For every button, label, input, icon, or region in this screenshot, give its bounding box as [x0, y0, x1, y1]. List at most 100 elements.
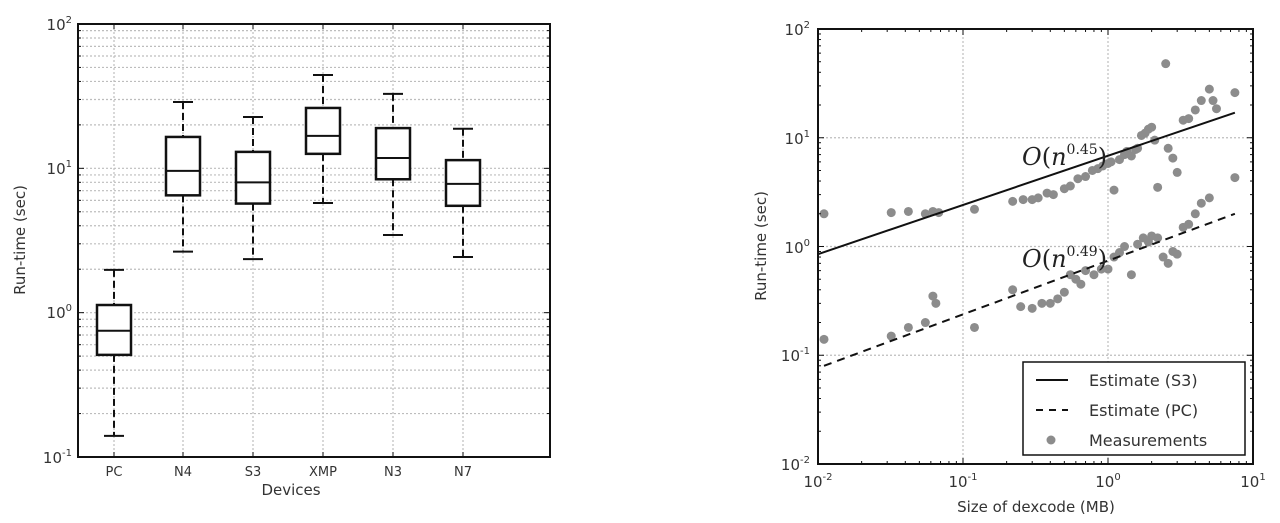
legend-box [1022, 361, 1246, 456]
legend-label-measurements: Measurements [1089, 431, 1207, 450]
measurement-dot [1184, 114, 1194, 124]
right-ytick-0.01: 10-2 [781, 455, 810, 474]
annotation-pc-complexity: O(n0.49) [1022, 244, 1107, 273]
left-ytick-1: 100 [47, 303, 72, 322]
measurement-dot [1076, 279, 1086, 289]
left-xtick-xmp: XMP [309, 465, 337, 480]
estimate-lines [817, 111, 1236, 367]
measurement-dot [1114, 248, 1124, 258]
right-x-axis-label: Size of dexcode (MB) [957, 498, 1115, 516]
right-y-axis-label: Run-time (sec) [752, 191, 770, 301]
left-y-axis-label: Run-time (sec) [11, 185, 29, 295]
measurement-dot [1204, 193, 1214, 203]
measurement-dot [886, 208, 896, 218]
box-xmp [304, 74, 342, 205]
left-plot-frame [77, 23, 551, 458]
measurement-dot [1158, 252, 1168, 262]
measurement-dot [1059, 287, 1069, 297]
left-xtick-n3: N3 [384, 465, 402, 480]
annotation-s3-complexity: O(n0.45) [1022, 142, 1107, 171]
measurement-dot [1161, 59, 1171, 69]
measurement-dot [1184, 219, 1194, 229]
box-n4 [164, 101, 202, 253]
right-axis-ticks [817, 29, 1253, 465]
measurement-dot [1153, 233, 1163, 243]
measurement-dot [1190, 105, 1200, 115]
measurement-dot [1196, 198, 1206, 208]
measurement-dot [1204, 84, 1214, 94]
measurement-dot [1196, 96, 1206, 106]
right-xtick-10: 101 [1240, 472, 1265, 491]
left-xtick-pc: PC [106, 465, 123, 480]
measurement-dot [1163, 258, 1173, 268]
left-xtick-n7: N7 [454, 465, 472, 480]
scatter-chart: O(n0.45) O(n0.49) Estimate (S3) Estimate… [752, 20, 1266, 516]
measurement-dot [931, 298, 941, 308]
left-axis-ticks [78, 24, 550, 458]
measurement-dot [1081, 172, 1091, 182]
measurement-dot [1096, 264, 1106, 274]
measurement-dot [1033, 193, 1043, 203]
measurement-dot [1120, 242, 1130, 251]
box-iqr [164, 135, 202, 197]
boxplot-chart: 102 101 100 10-1 PC N4 S3 XMP N3 N7 Devi… [11, 15, 551, 499]
measurement-dot [969, 322, 979, 332]
measurement-dot [1109, 185, 1119, 195]
box-iqr [304, 106, 342, 156]
right-xtick-0.01: 10-2 [803, 472, 832, 491]
measurement-dot [1211, 104, 1221, 114]
measurement-dot [1037, 298, 1047, 308]
measurement-dot [819, 209, 829, 219]
measurement-dot [1126, 270, 1136, 280]
measurement-dot [1133, 239, 1143, 249]
right-ytick-0.1: 10-1 [781, 346, 810, 365]
left-x-axis-label: Devices [261, 481, 320, 499]
box-n7 [444, 127, 482, 259]
measurement-dot [1008, 196, 1018, 206]
measurement-dot [1106, 157, 1116, 167]
left-boxes [95, 74, 482, 437]
measurement-dot [1230, 88, 1240, 98]
estimate-s3-line [817, 111, 1236, 256]
measurement-dot [1190, 209, 1200, 219]
measurement-dot [1008, 285, 1018, 295]
measurement-dot [1126, 151, 1136, 161]
legend-marker-dot-icon [1046, 435, 1056, 445]
measurement-dot [1153, 182, 1163, 192]
measurement-points [819, 59, 1240, 344]
right-ytick-1: 100 [785, 238, 810, 257]
measurement-dot [1168, 153, 1178, 163]
estimate-pc-line [823, 212, 1236, 367]
box-iqr [374, 126, 412, 181]
box-s3 [234, 115, 272, 261]
right-xtick-0.1: 10-1 [948, 472, 977, 491]
measurement-dot [1230, 173, 1240, 183]
right-gridlines [818, 29, 1253, 464]
measurement-dot [1027, 303, 1037, 313]
measurement-dot [1018, 195, 1028, 205]
left-xtick-s3: S3 [245, 465, 262, 480]
left-ytick-100: 102 [47, 15, 72, 34]
measurement-dot [1016, 302, 1026, 312]
measurement-dot [1147, 122, 1157, 132]
measurement-dot [1208, 96, 1218, 106]
measurement-dot [1065, 181, 1075, 191]
measurement-dot [1163, 143, 1173, 153]
measurement-dot [1172, 167, 1182, 177]
measurement-dot [903, 322, 913, 332]
legend: Estimate (S3) Estimate (PC) Measurements [1022, 361, 1246, 456]
legend-label-pc: Estimate (PC) [1089, 401, 1198, 420]
left-ytick-0.1: 10-1 [43, 448, 72, 467]
right-ytick-10: 101 [785, 129, 810, 148]
measurement-dot [903, 206, 913, 216]
legend-label-s3: Estimate (S3) [1089, 371, 1198, 390]
box-n3 [374, 92, 412, 237]
left-gridlines [78, 24, 550, 458]
measurement-dot [1103, 264, 1113, 274]
measurement-dot [1073, 174, 1083, 184]
measurement-dot [969, 204, 979, 214]
left-ytick-10: 101 [47, 159, 72, 178]
measurement-dot [1172, 249, 1182, 259]
right-ytick-100: 102 [785, 20, 810, 39]
